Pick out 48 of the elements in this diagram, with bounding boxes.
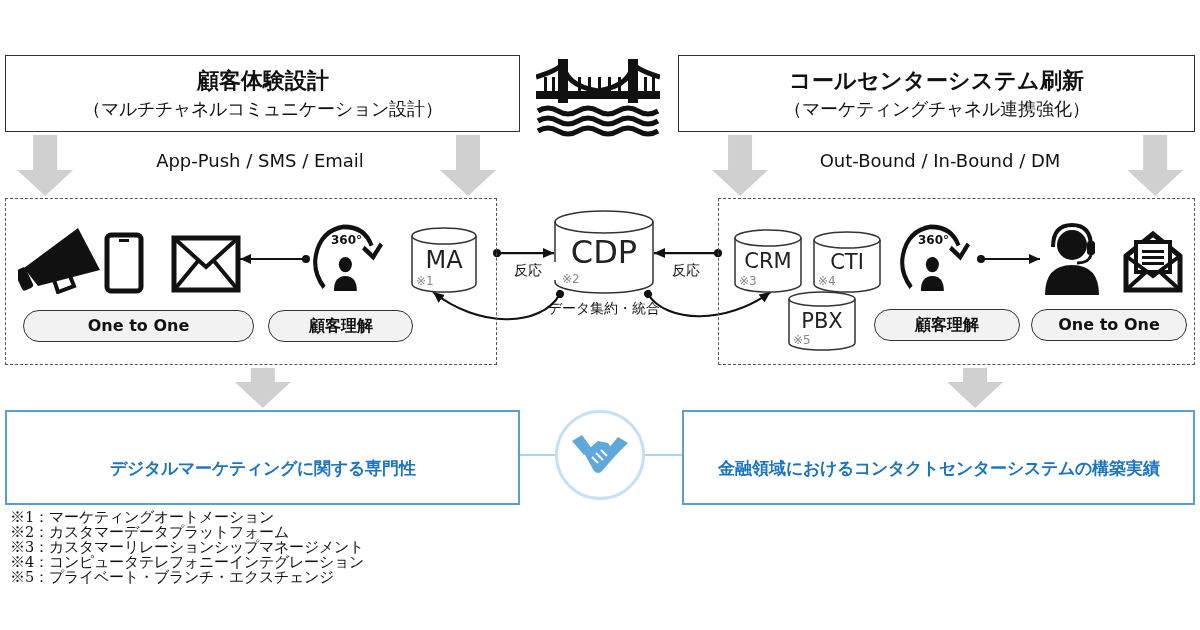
rounded-label: One to One	[23, 310, 254, 342]
dashed-group-frame	[5, 198, 497, 365]
arrow	[493, 248, 554, 259]
block-arrow	[712, 135, 769, 196]
footnote-mark: ※1	[416, 275, 434, 288]
channel-label: Out-Bound / In-Bound / DM	[818, 150, 1062, 172]
strength-box: 金融領域におけるコンタクトセンターシステムの構築実績	[682, 410, 1195, 505]
heading: 顧客体験設計	[196, 66, 329, 95]
block-arrow	[17, 135, 74, 196]
rounded-label: One to One	[1031, 309, 1187, 341]
title-box	[5, 55, 520, 132]
strength-box: デジタルマーケティングに関する専門性	[5, 410, 520, 505]
arrow	[240, 254, 310, 264]
block-arrow	[1127, 135, 1184, 196]
connector-line	[520, 453, 555, 457]
footnote: ※3：カスタマーリレーションシップマネージメント	[10, 540, 365, 555]
title-box	[678, 55, 1195, 132]
cylinder-label: PBX	[800, 309, 844, 333]
block-arrow	[234, 368, 291, 408]
footnote-mark: ※5	[793, 334, 811, 347]
arrow	[654, 248, 722, 259]
arrow	[977, 254, 1040, 264]
connector-line	[645, 453, 682, 457]
dashed-group-frame	[718, 198, 1195, 365]
node-label: データ集約・統合	[547, 300, 661, 316]
envelope-icon	[171, 235, 241, 293]
footnote: ※5：プライベート・ブランチ・エクスチェンジ	[10, 570, 335, 585]
subheading: （マーケティングチャネル連携強化）	[783, 96, 1090, 121]
footnote: ※4：コンピュータテレフォニーインテグレーション	[10, 555, 365, 570]
heading: コールセンターシステム刷新	[789, 66, 1084, 95]
block-arrow	[440, 135, 496, 196]
arrow	[644, 290, 771, 318]
rounded-label: 顧客理解	[874, 309, 1020, 341]
footnote-mark: ※4	[818, 275, 836, 288]
footnote: ※2：カスタマーデータプラットフォーム	[10, 525, 290, 540]
rounded-label: 顧客理解	[268, 310, 413, 342]
angle-label: 360°	[331, 233, 363, 247]
footnote-mark: ※2	[562, 273, 580, 286]
cylinder-label: CTI	[829, 250, 865, 274]
subheading: （マルチチャネルコミュニケーション設計）	[82, 96, 443, 121]
block-arrow	[947, 368, 1004, 408]
arrow	[432, 290, 564, 321]
cylinder-label: MA	[424, 247, 464, 273]
channel-label: App-Push / SMS / Email	[155, 150, 365, 172]
angle-label: 360°	[918, 233, 950, 247]
footnote-mark: ※3	[739, 275, 757, 288]
cylinder-label: CDP	[569, 235, 639, 269]
cylinder-label: CRM	[743, 249, 793, 273]
